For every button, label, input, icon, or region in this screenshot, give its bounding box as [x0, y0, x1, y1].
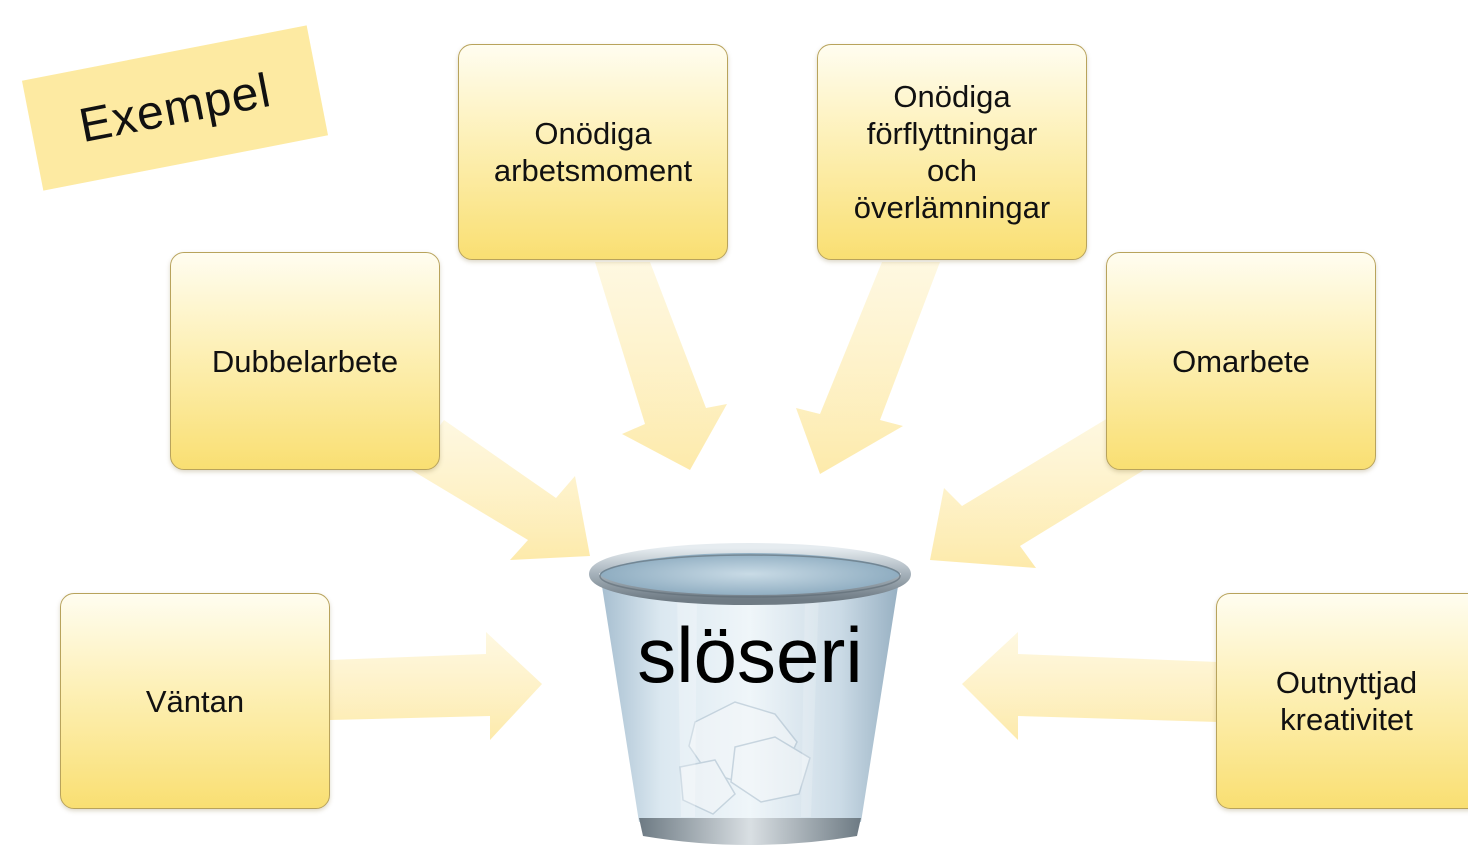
example-label: Exempel [74, 63, 276, 153]
arrow-from-vantan [330, 632, 542, 740]
trash-bin-icon [589, 543, 911, 845]
box-onodiga-arbetsmoment: Onödiga arbetsmoment [458, 44, 728, 260]
arrow-from-dubbelarbete [408, 420, 590, 560]
box-outnyttjad-kreativitet: Outnyttjad kreativitet [1216, 593, 1468, 809]
box-dubbelarbete: Dubbelarbete [170, 252, 440, 470]
box-onodiga-forflyttningar: Onödiga förflyttningar och överlämningar [817, 44, 1087, 260]
box-label: Onödiga arbetsmoment [493, 116, 693, 188]
box-label: Omarbete [1172, 343, 1310, 379]
box-label: Outnyttjad kreativitet [1275, 665, 1418, 737]
center-label: slöseri [637, 611, 863, 699]
arrow-from-outnyttjad-kreativitet [962, 632, 1218, 740]
box-label: Onödiga förflyttningar och överlämningar [853, 79, 1051, 225]
box-vantan: Väntan [60, 593, 330, 809]
arrow-from-onodiga-forflyttningar [796, 262, 940, 474]
arrow-from-onodiga-arbetsmoment [592, 262, 727, 470]
box-label: Dubbelarbete [211, 343, 399, 379]
arrow-from-omarbete [930, 418, 1144, 568]
box-label: Väntan [145, 683, 245, 719]
box-omarbete: Omarbete [1106, 252, 1376, 470]
